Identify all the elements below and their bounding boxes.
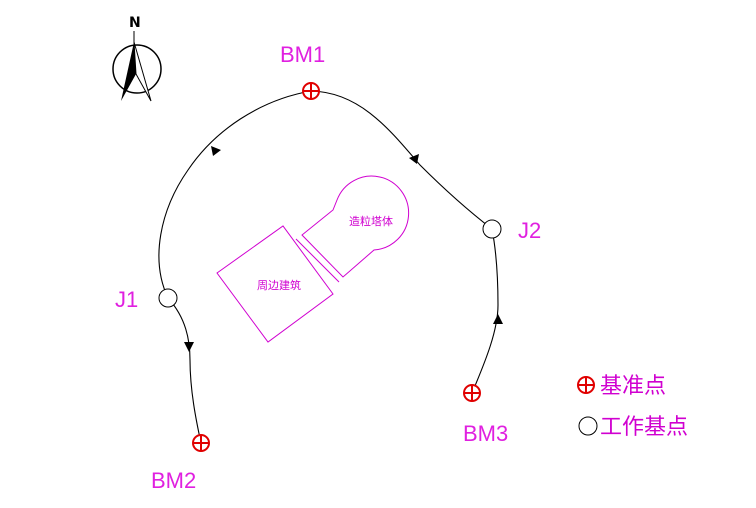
arrow-icon [409, 154, 419, 164]
route-bm1-to-j1 [158, 90, 312, 299]
benchmark-bm2 [192, 434, 210, 452]
arrow-icon [493, 314, 503, 324]
building-structure: 周边建筑 [216, 225, 334, 343]
benchmark-bm3 [463, 384, 481, 402]
legend: 基准点 工作基点 [577, 374, 688, 440]
j1-label: J1 [115, 287, 138, 312]
arrow-icon [211, 146, 221, 156]
building-label: 周边建筑 [257, 278, 301, 292]
work-point-j1 [158, 288, 178, 308]
tower-label: 造粒塔体 [349, 214, 393, 228]
legend-work-point-label: 工作基点 [600, 415, 688, 440]
route-j1-to-bm2 [167, 297, 202, 444]
legend-benchmark-icon [577, 376, 595, 394]
bm1-label: BM1 [280, 42, 325, 67]
bm3-label: BM3 [463, 421, 508, 446]
route-lines [158, 90, 499, 444]
benchmark-bm1 [302, 82, 320, 100]
tower-structure: 造粒塔体 [295, 175, 410, 283]
legend-work-point-icon [578, 416, 598, 436]
direction-arrows [184, 146, 503, 352]
north-arrow-icon: N [112, 15, 162, 102]
bm2-label: BM2 [151, 468, 196, 493]
j2-label: J2 [518, 218, 541, 243]
arrow-icon [184, 342, 194, 352]
work-point-j2 [482, 219, 502, 239]
north-label: N [129, 15, 141, 31]
legend-benchmark-label: 基准点 [600, 374, 666, 399]
route-bm3-to-j2 [471, 228, 499, 394]
route-j2-to-bm1 [310, 90, 493, 230]
